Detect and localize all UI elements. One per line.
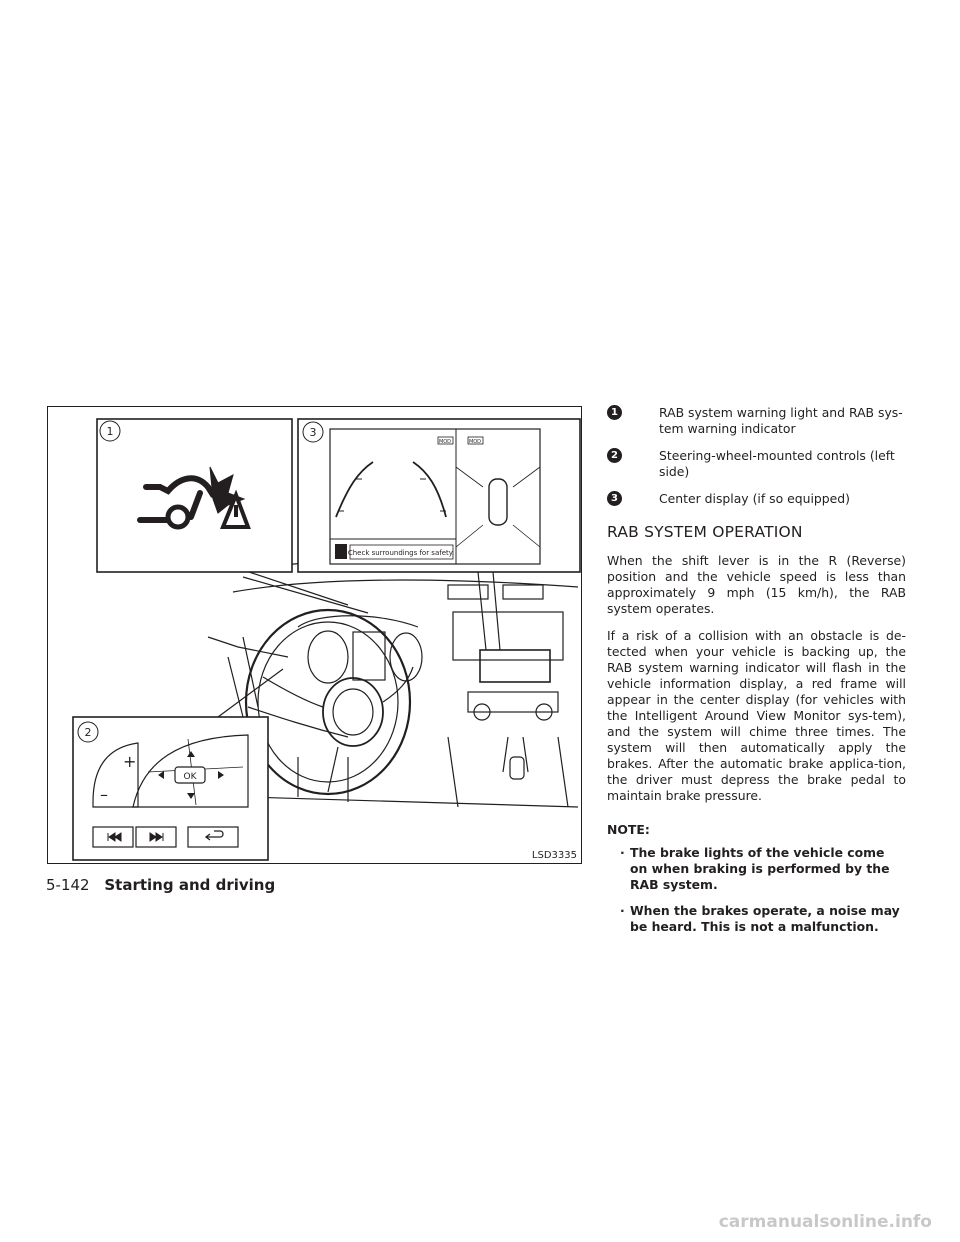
page-footer: 5-142 Starting and driving bbox=[46, 876, 275, 894]
callout-text-1: RAB system warning light and RAB sys-tem… bbox=[659, 405, 903, 436]
watermark[interactable]: carmanualsonline.info bbox=[718, 1212, 932, 1232]
callout-text-3: Center display (if so equipped) bbox=[659, 491, 850, 506]
callout-text-2: Steering-wheel-mounted controls (left si… bbox=[659, 448, 895, 479]
callout-item-1: 1 RAB system warning light and RAB sys-t… bbox=[607, 405, 906, 437]
page-number: 5-142 bbox=[46, 876, 90, 894]
callout-3-label: 3 bbox=[310, 426, 317, 439]
illustration-figure: 1 3 MOD MOD bbox=[47, 406, 582, 864]
section-name: Starting and driving bbox=[104, 876, 276, 894]
dashboard-illustration: 1 3 MOD MOD bbox=[72, 418, 581, 861]
rab-warning-light-box: 1 bbox=[96, 418, 293, 573]
text-column: 1 RAB system warning light and RAB sys-t… bbox=[607, 405, 906, 945]
section-heading: RAB SYSTEM OPERATION bbox=[607, 523, 803, 541]
note-item-2: · When the brakes operate, a noise may b… bbox=[607, 903, 906, 935]
bullet-dot: · bbox=[620, 903, 625, 918]
volume-plus-label: + bbox=[123, 752, 136, 771]
note-text-1: The brake lights of the vehicle come on … bbox=[630, 845, 890, 892]
paragraph-1: When the shift lever is in the R (Revers… bbox=[607, 553, 906, 616]
callout-number-2: 2 bbox=[607, 448, 622, 463]
callout-item-2: 2 Steering-wheel-mounted controls (left … bbox=[607, 448, 906, 480]
ok-button-label: OK bbox=[184, 772, 198, 782]
figure-code: LSD3335 bbox=[531, 850, 577, 861]
screen-safety-message: Check surroundings for safety. bbox=[348, 549, 454, 557]
callout-1-label: 1 bbox=[107, 425, 114, 438]
callout-number-1: 1 bbox=[607, 405, 622, 420]
rab-warning-icon bbox=[137, 466, 251, 530]
callout-item-3: 3 Center display (if so equipped) bbox=[607, 491, 906, 507]
screen-badge-right: MOD bbox=[469, 439, 481, 445]
callout-2-label: 2 bbox=[85, 726, 92, 739]
note-text-2: When the brakes operate, a noise may be … bbox=[630, 903, 900, 934]
bullet-dot: · bbox=[620, 845, 625, 860]
volume-minus-label: – bbox=[100, 785, 108, 804]
callout-number-3: 3 bbox=[607, 491, 622, 506]
center-display-box: 3 MOD MOD Check surroundings for safety. bbox=[297, 418, 581, 573]
note-item-1: · The brake lights of the vehicle come o… bbox=[607, 845, 906, 893]
note-label: NOTE: bbox=[607, 822, 650, 837]
paragraph-2: If a risk of a collision with an obstacl… bbox=[607, 628, 906, 803]
center-display-screen bbox=[329, 428, 541, 565]
steering-controls-box: 2 + – OK bbox=[72, 716, 269, 861]
screen-badge-left: MOD bbox=[439, 439, 451, 445]
